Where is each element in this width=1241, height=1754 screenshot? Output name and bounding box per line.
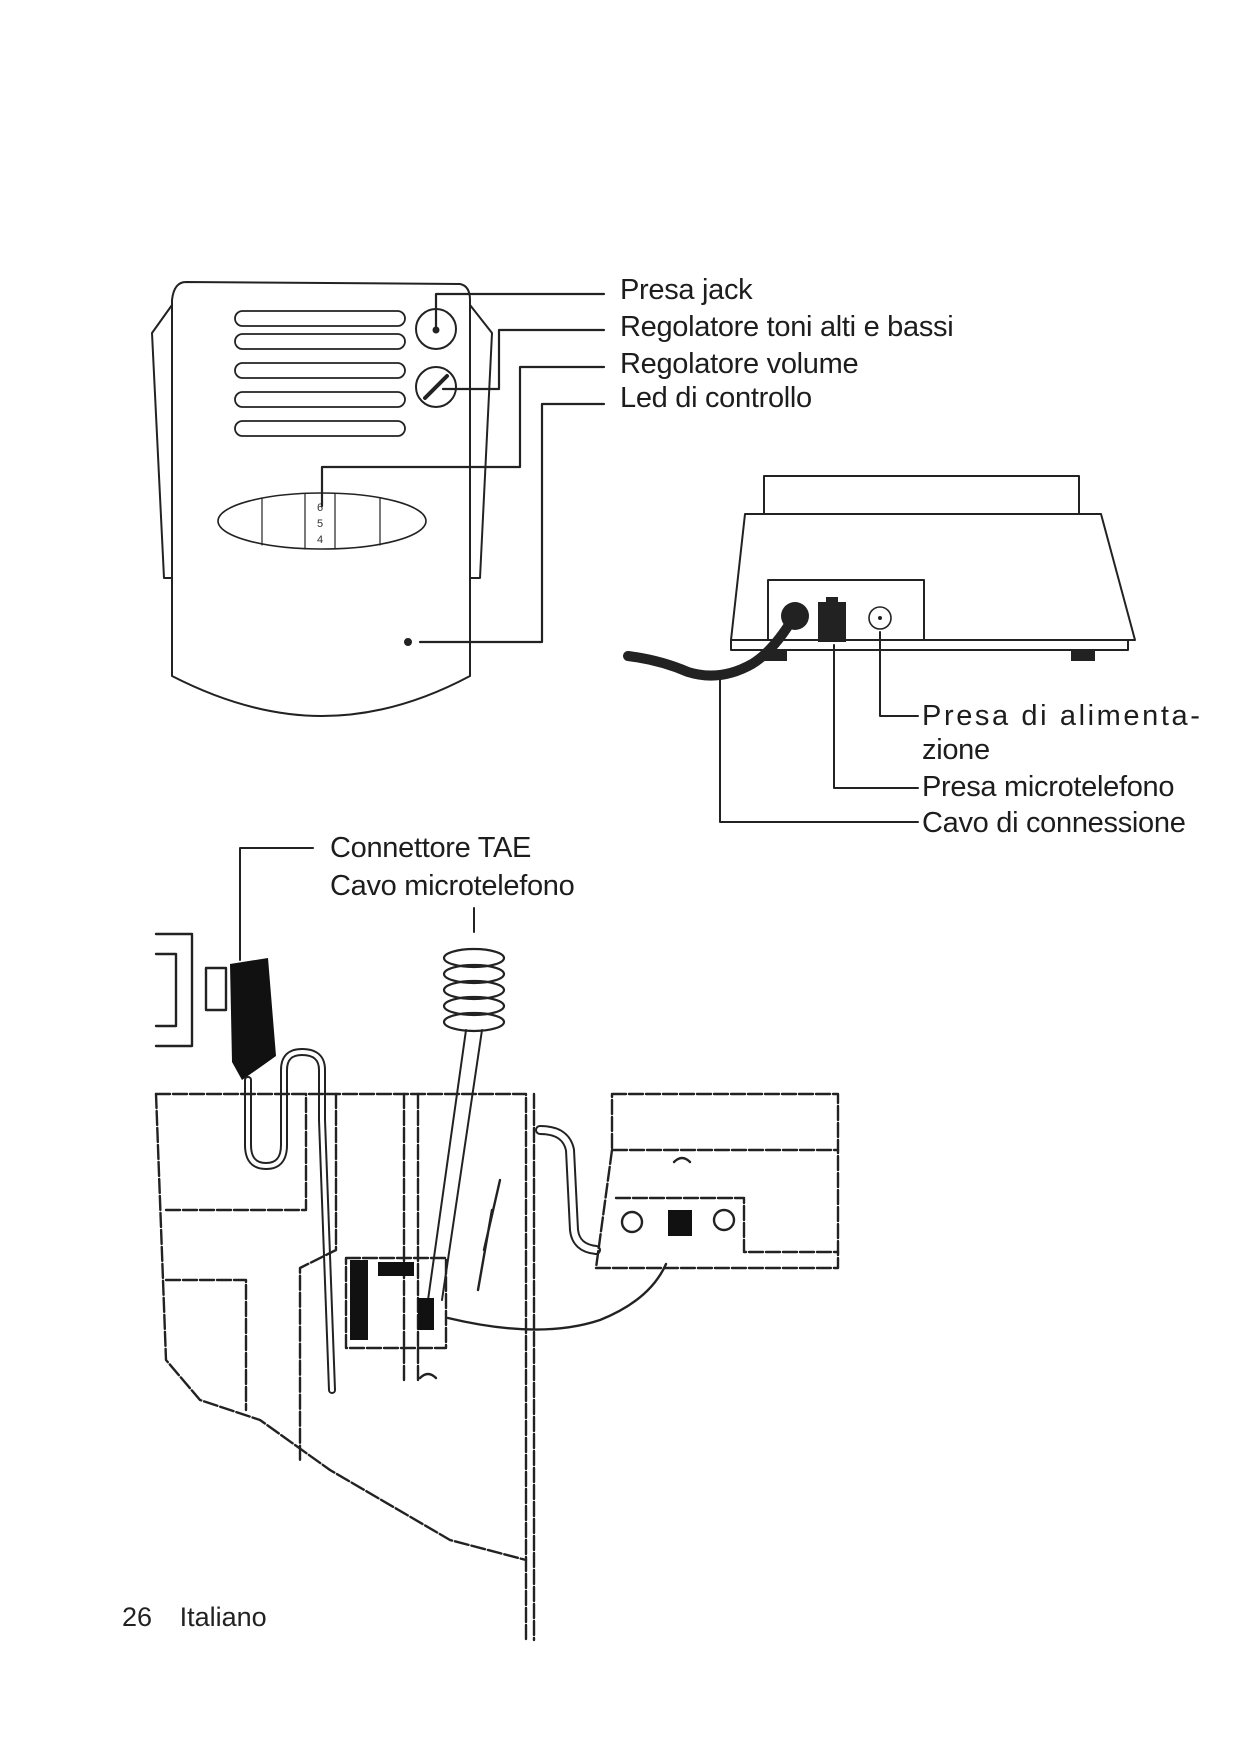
label-connection-cable: Cavo di connessione (922, 807, 1186, 839)
speaker-grille (234, 310, 406, 437)
base-station-installed (594, 1092, 840, 1270)
amplifier-device-front: 6 5 4 (151, 281, 606, 717)
leader-lines-top (320, 292, 606, 644)
base-body (730, 513, 1136, 641)
label-power-socket-line2: zione (922, 734, 990, 766)
device-right-wing (469, 304, 493, 579)
connection-cable-plug-icon (623, 615, 797, 681)
display-digit: 6 (317, 502, 323, 514)
tae-cable (244, 1048, 336, 1394)
handset-cable (427, 1029, 483, 1301)
handset-cradle (344, 1256, 448, 1380)
handset-to-base-cord (446, 1262, 668, 1331)
display-digit: 5 (317, 518, 323, 530)
installed-jack-icon (620, 1210, 644, 1234)
device-body (171, 281, 471, 717)
page-footer: 26 Italiano (122, 1602, 267, 1633)
base-top-panel (763, 475, 1080, 515)
power-socket-icon (868, 606, 892, 630)
label-jack-socket: Presa jack (620, 274, 753, 306)
label-volume-control: Regolatore volume (620, 348, 859, 380)
base-station-rear (623, 475, 1136, 823)
installed-handset-socket-icon (668, 1210, 692, 1236)
label-handset-cable: Cavo microtelefono (330, 870, 575, 902)
base-foot-left (763, 651, 787, 661)
tone-knob-icon (415, 366, 457, 408)
led-indicator-icon (404, 638, 412, 646)
leader-lines-base (719, 631, 919, 823)
desk-surface (154, 1092, 536, 1642)
tae-leader-line (239, 847, 314, 961)
handset-socket-icon (818, 602, 846, 642)
device-left-wing (151, 304, 173, 579)
wall-socket (154, 932, 194, 1048)
base-foot-right (1071, 651, 1095, 661)
label-handset-socket: Presa microtelefono (922, 771, 1175, 803)
tae-connector-icon (204, 966, 228, 1012)
base-bottom-edge (730, 639, 1129, 651)
display-digit: 4 (317, 534, 323, 546)
installation-diagram (154, 847, 840, 1642)
label-tone-control: Regolatore toni alti e bassi (620, 311, 954, 343)
connector-panel (767, 579, 925, 641)
label-control-led: Led di controllo (620, 382, 812, 414)
handset-cord-coil-icon (442, 947, 506, 1033)
installed-power-socket-icon (712, 1208, 736, 1232)
page-number: 26 (122, 1602, 153, 1632)
label-power-socket-line1: Presa di alimenta- (922, 700, 1203, 732)
page-language: Italiano (179, 1602, 267, 1632)
label-tae-connector: Connettore TAE (330, 832, 532, 864)
